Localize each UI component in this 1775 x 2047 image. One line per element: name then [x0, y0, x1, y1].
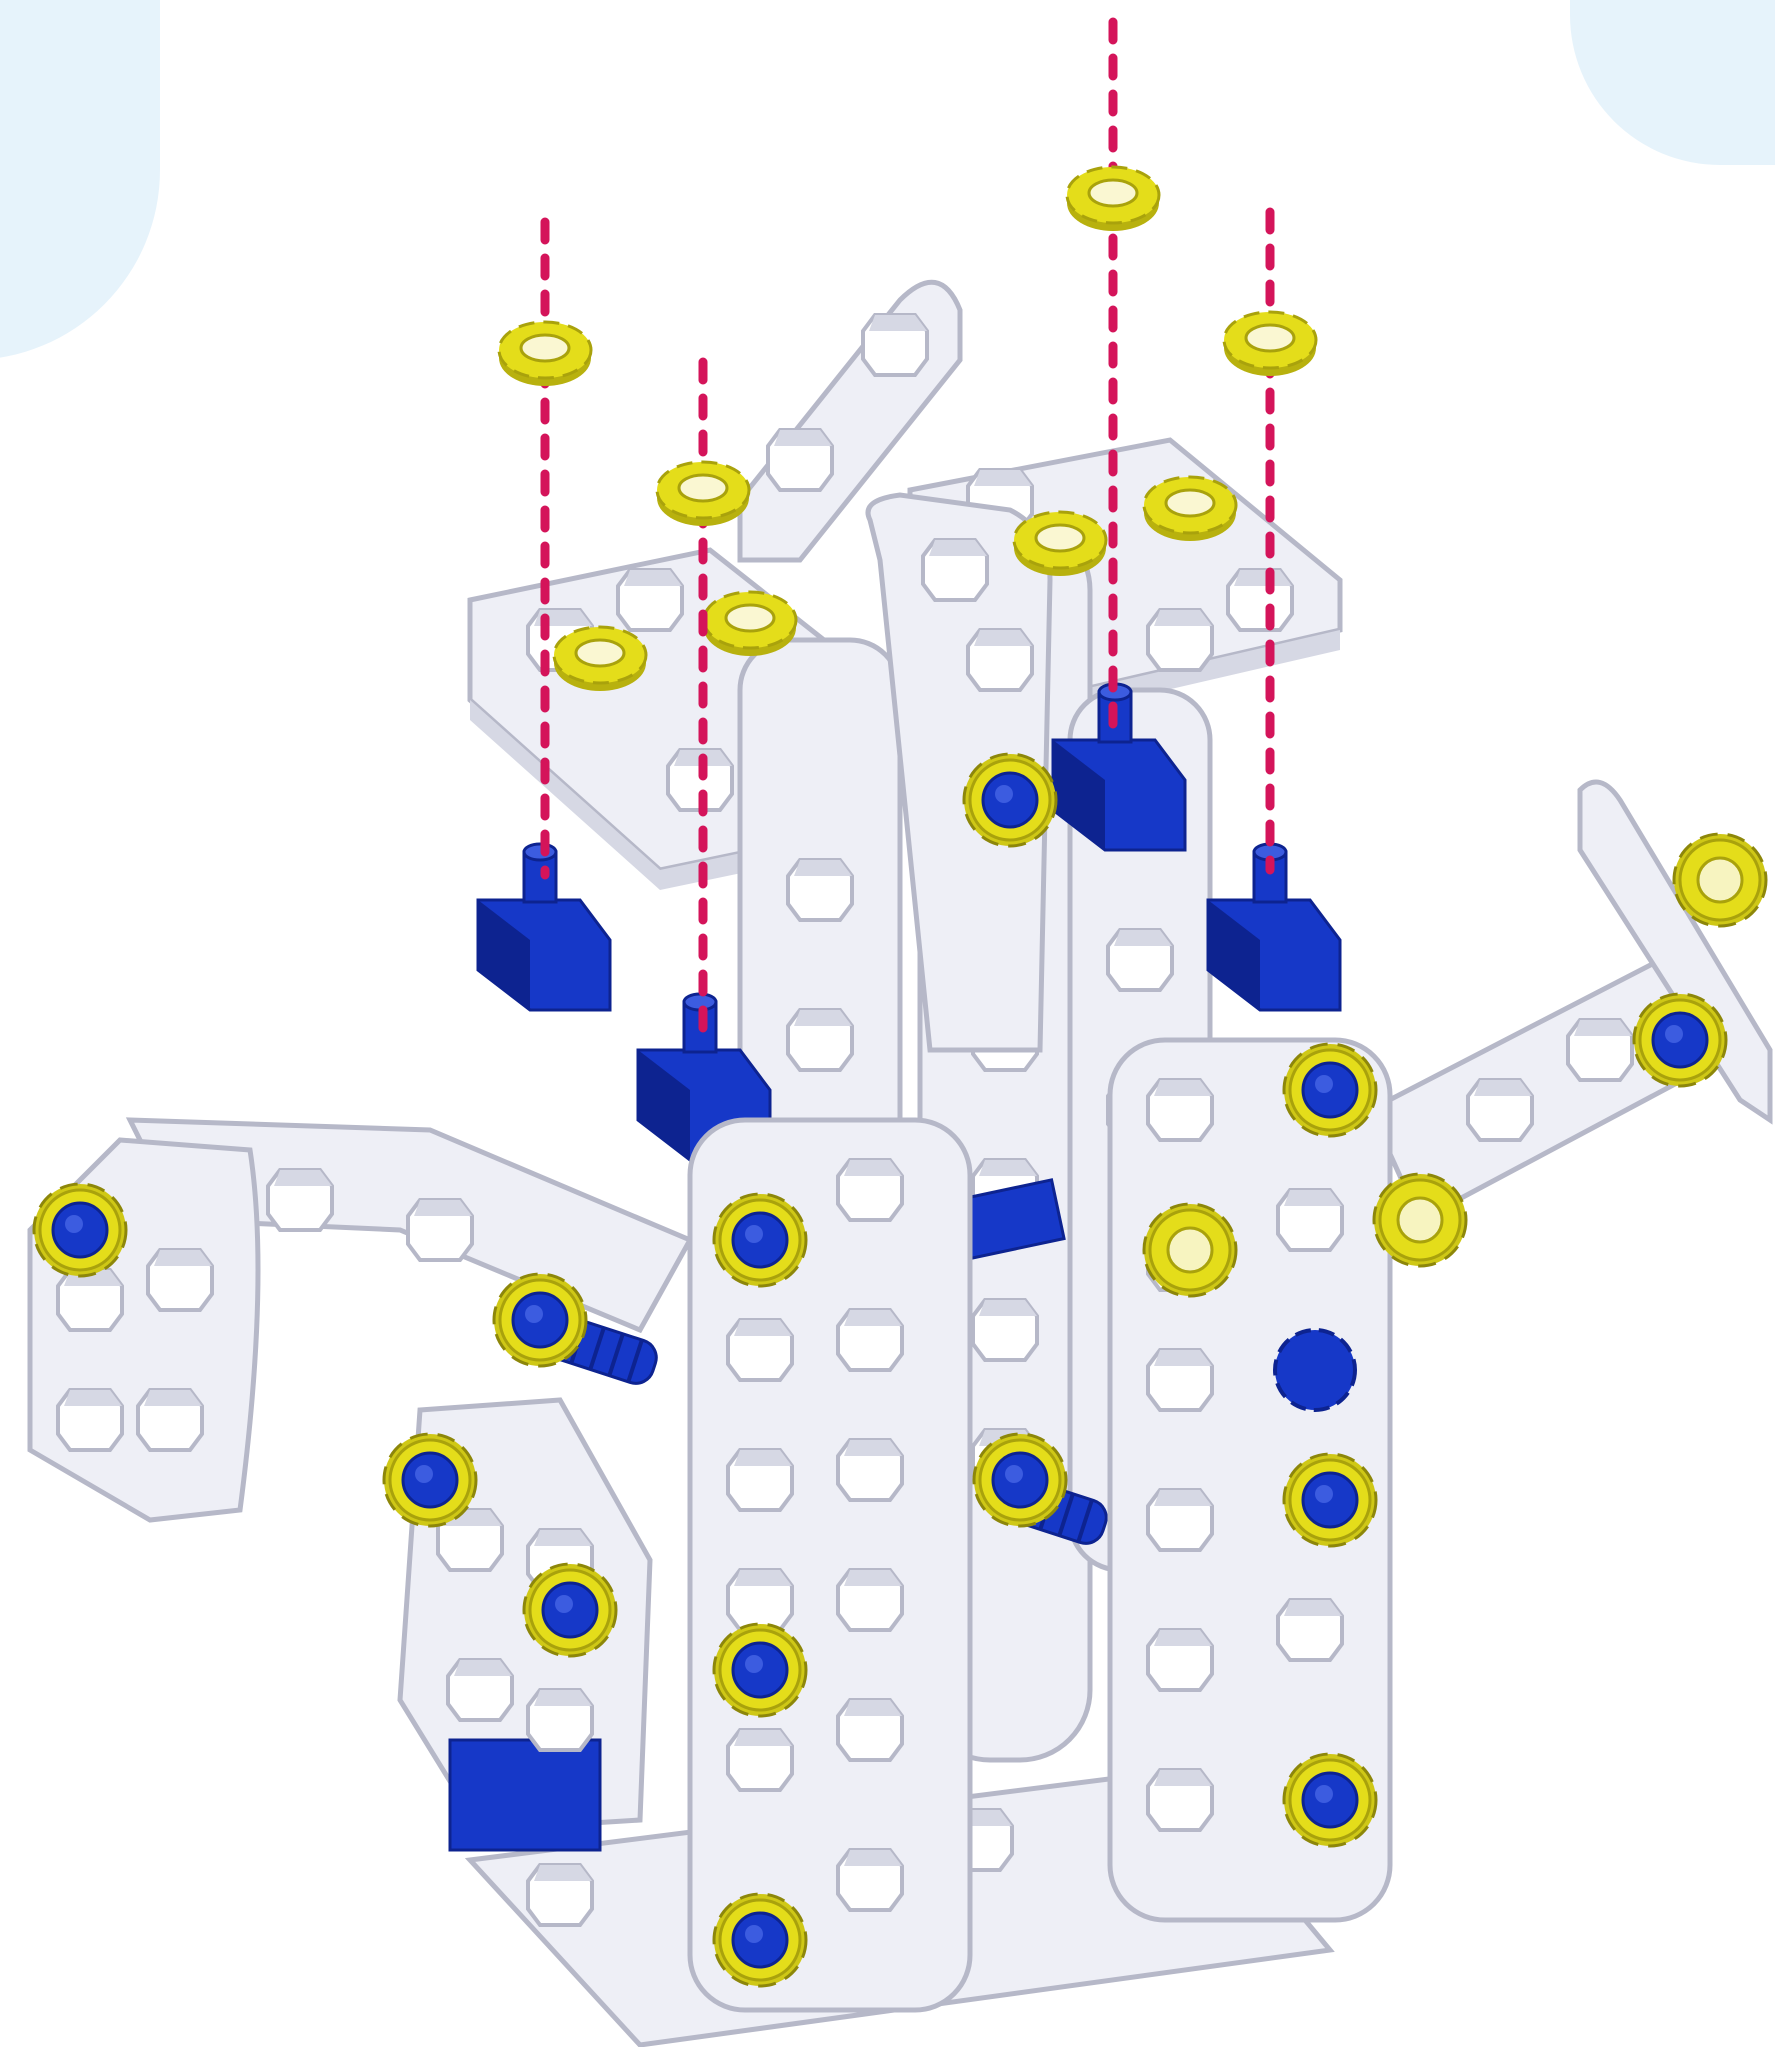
nut-icon — [499, 322, 591, 386]
nut-icon — [657, 462, 749, 526]
nut-icon — [1224, 312, 1316, 376]
nut-icon — [1067, 167, 1159, 231]
